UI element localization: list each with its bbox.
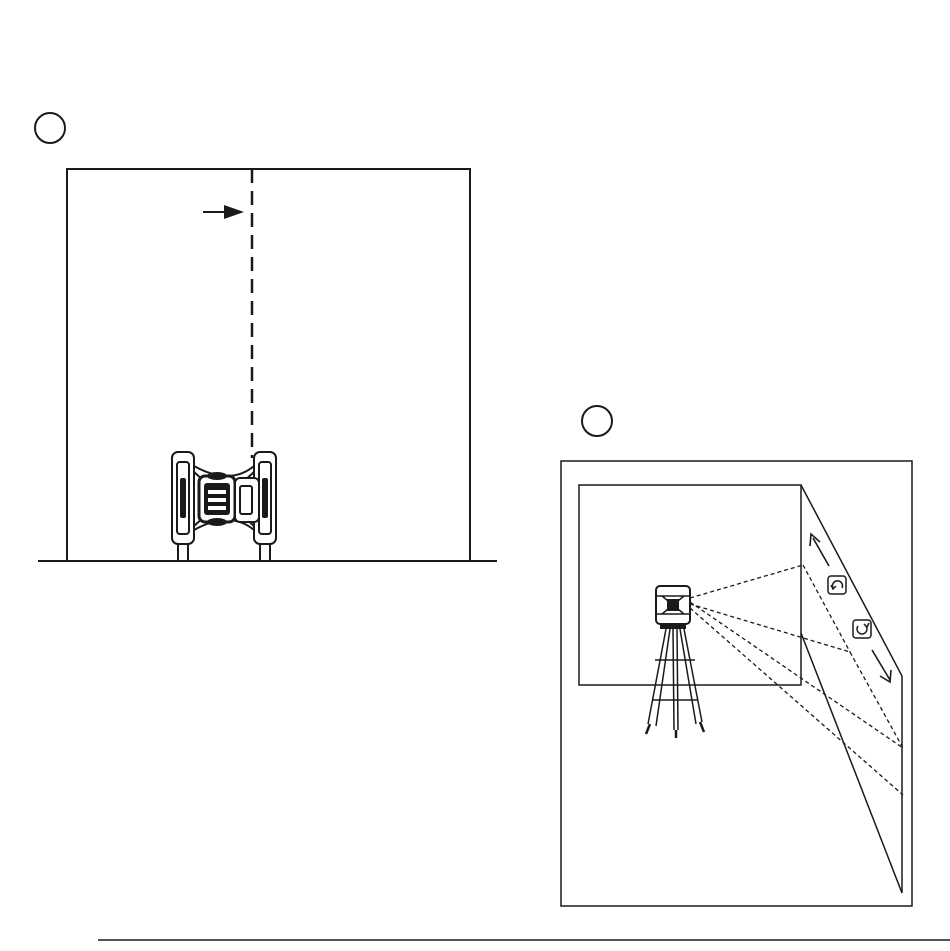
- step-circle-b: [582, 406, 612, 436]
- step-circle-a: [35, 113, 65, 143]
- figure-a: [35, 113, 497, 561]
- pointer-arrow: [203, 205, 244, 219]
- rotate-clockwise-icon: [853, 620, 871, 638]
- laser-beams: [690, 565, 903, 795]
- figure-b: [561, 406, 912, 906]
- laser-level-tool: [172, 452, 276, 560]
- side-wall-edge: [801, 485, 902, 893]
- side-wall-floor-edge: [801, 633, 902, 893]
- tripod-laser: [646, 586, 704, 738]
- rotate-counterclockwise-icon: [828, 576, 846, 594]
- up-left-arrow: [810, 534, 829, 566]
- figure-b-frame: [561, 461, 912, 906]
- down-right-arrow: [872, 650, 891, 682]
